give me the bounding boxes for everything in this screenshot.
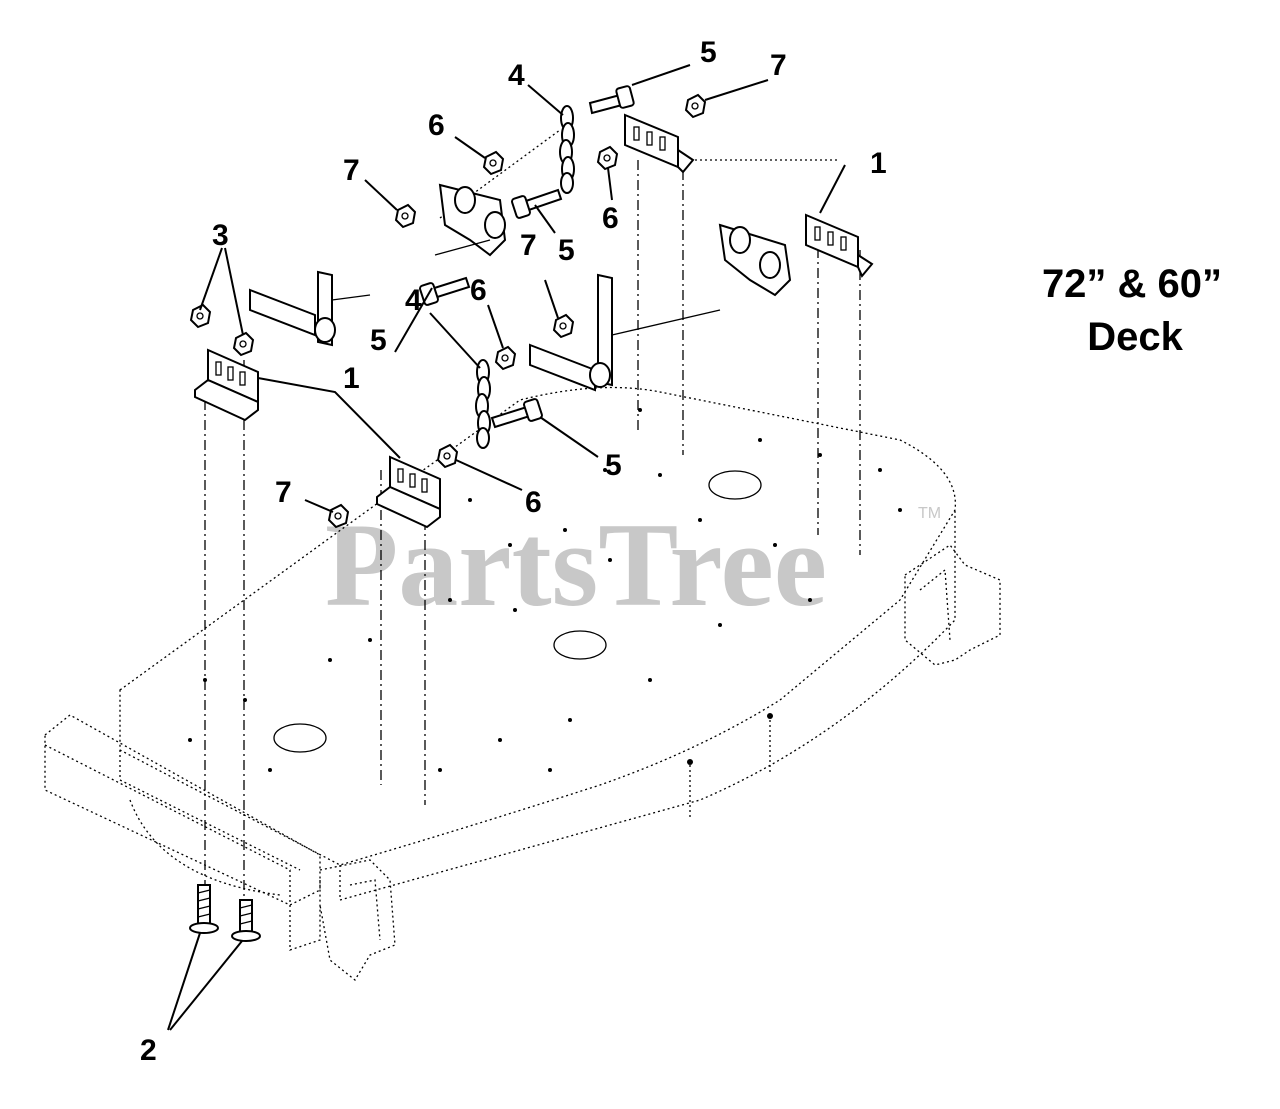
chain-lower: [475, 359, 491, 449]
bracket-left-front: [194, 348, 259, 422]
deck-label: Deck: [1087, 315, 1183, 359]
callout-5-lower: 5: [605, 449, 622, 482]
callout-6-right: 6: [602, 202, 619, 235]
nut-part7-upper-left: [394, 203, 417, 229]
callout-7-lower: 7: [275, 476, 292, 509]
callout-5-left: 5: [370, 324, 387, 357]
bolt-lower-mid: [490, 398, 543, 429]
nut-part6-mid: [494, 345, 517, 371]
nut-part7-lower: [327, 503, 350, 529]
deck-skirt: [339, 510, 956, 901]
pivot-mount-rear: [434, 183, 507, 257]
carriage-bolt-a: [189, 884, 219, 934]
watermark-trademark: TM: [918, 505, 941, 522]
bolt-left-mid: [419, 276, 471, 306]
spindle-opening-right: [708, 470, 762, 500]
callout-1-right: 1: [870, 147, 887, 180]
assembly-lines: [204, 129, 861, 900]
spindle-opening-center: [553, 630, 607, 660]
nut-part6-upper: [482, 150, 505, 176]
callout-6-upper: 6: [428, 109, 445, 142]
bracket-right-front: [805, 213, 874, 278]
leader-lines: [167, 64, 846, 1031]
front-bumper-left: [44, 714, 321, 906]
nut-part3-a: [189, 303, 212, 329]
callout-5-top: 5: [700, 36, 717, 69]
callout-6-mid: 6: [470, 274, 487, 307]
hitch-arm-right: [529, 273, 721, 392]
callout-5-upper-mid: 5: [558, 234, 575, 267]
callout-1-left: 1: [343, 362, 360, 395]
nut-part6-lower: [436, 443, 459, 469]
callout-4-lower: 4: [405, 284, 422, 317]
nut-part6-right: [596, 145, 619, 171]
carriage-bolt-b: [231, 899, 261, 942]
spindle-opening-left: [273, 723, 327, 753]
callout-7-mid: 7: [520, 229, 537, 262]
bolt-upper-mid: [511, 188, 563, 219]
nut-part7-top: [684, 93, 707, 119]
watermark-text: PartsTree: [325, 498, 827, 631]
bracket-right-rear: [624, 113, 695, 174]
mower-deck: [44, 386, 1001, 981]
nut-part7-mid: [552, 313, 575, 339]
hitch-arm-left: [249, 270, 371, 347]
callout-7-top: 7: [770, 49, 787, 82]
pivot-mount-right: [718, 223, 792, 297]
callout-6-lower: 6: [525, 486, 542, 519]
callout-4-upper: 4: [508, 59, 525, 92]
callout-7-upper-left: 7: [343, 154, 360, 187]
nut-part3-b: [232, 331, 255, 357]
deck-size-title: 72” & 60”: [1042, 262, 1222, 306]
callout-2: 2: [140, 1034, 157, 1067]
deck-top-outline: [119, 386, 957, 866]
bracket-left-rear: [376, 455, 441, 529]
bolt-top: [588, 85, 635, 115]
caster-bracket-right: [904, 544, 1001, 666]
chain-upper: [559, 105, 575, 194]
caster-bracket-left: [319, 859, 396, 981]
callout-3: 3: [212, 219, 229, 252]
deck-holes: [188, 408, 902, 772]
